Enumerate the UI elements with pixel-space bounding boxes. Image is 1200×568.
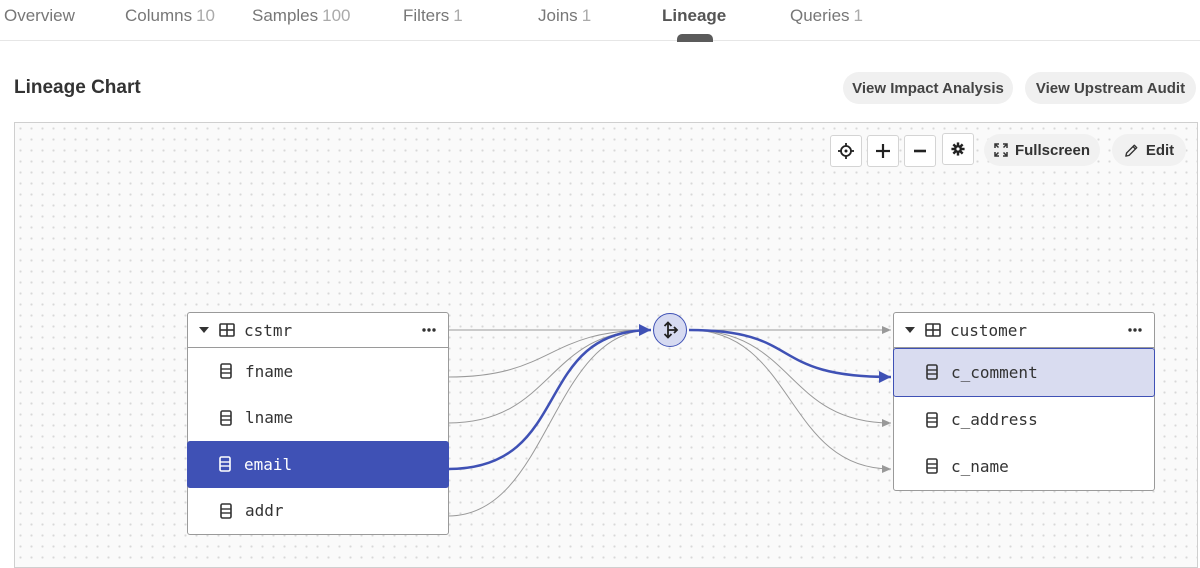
column-row-lname[interactable]: lname	[188, 395, 448, 442]
expand-icon	[994, 143, 1008, 157]
minus-icon	[914, 149, 926, 153]
table-icon	[219, 323, 235, 337]
tab-label: Samples	[252, 6, 319, 25]
more-options-icon[interactable]	[1128, 328, 1142, 332]
column-name: email	[244, 454, 293, 474]
pencil-icon	[1125, 144, 1138, 157]
target-table-header[interactable]: customer	[894, 313, 1154, 348]
plus-icon	[876, 144, 890, 158]
edge-lname-to-transform	[447, 329, 652, 424]
tab-overview[interactable]: Overview	[4, 6, 75, 26]
target-table-name: customer	[950, 320, 1028, 340]
collapse-caret-icon[interactable]	[905, 327, 915, 333]
tab-count: 1	[453, 6, 463, 25]
column-icon	[220, 502, 232, 519]
column-row-c-name[interactable]: c_name	[894, 443, 1154, 490]
source-table-header[interactable]: cstmr	[188, 313, 448, 348]
gear-icon	[951, 142, 965, 156]
target-table-node[interactable]: customer c_comment c_address c_na	[893, 312, 1155, 491]
fullscreen-button[interactable]: Fullscreen	[984, 134, 1100, 166]
edge-transform-to-c-comment-highlight	[688, 328, 892, 383]
column-icon	[926, 411, 938, 428]
column-name: lname	[245, 408, 294, 428]
view-impact-analysis-button[interactable]: View Impact Analysis	[843, 72, 1013, 104]
recenter-button[interactable]	[830, 135, 862, 167]
column-icon	[220, 363, 232, 380]
tab-count: 100	[322, 6, 351, 25]
zoom-out-button[interactable]	[904, 135, 936, 167]
tab-count: 10	[196, 6, 216, 25]
column-row-c-comment-selected[interactable]: c_comment	[893, 348, 1155, 397]
tab-label: Queries	[790, 6, 850, 25]
edge-transform-to-c-address	[688, 329, 892, 427]
table-icon	[925, 323, 941, 337]
column-row-email-selected[interactable]: email	[187, 441, 449, 488]
tab-label: Lineage	[662, 6, 727, 25]
transform-icon	[663, 321, 679, 339]
column-name: c_name	[951, 456, 1009, 476]
more-options-icon[interactable]	[422, 328, 436, 332]
collapse-caret-icon[interactable]	[199, 327, 209, 333]
source-table-node[interactable]: cstmr fname lname email	[187, 312, 449, 535]
column-icon	[219, 456, 231, 473]
edit-button[interactable]: Edit	[1112, 134, 1186, 166]
edge-fname-to-transform	[447, 329, 652, 378]
column-name: c_address	[951, 410, 1038, 430]
edge-transform-to-c-name	[688, 329, 892, 473]
column-row-c-address[interactable]: c_address	[894, 397, 1154, 444]
tab-count: 1	[581, 6, 592, 25]
tab-label: Columns	[125, 6, 193, 25]
tab-count: 1	[853, 6, 863, 25]
edge-email-to-transform-highlight	[447, 324, 652, 471]
zoom-in-button[interactable]	[867, 135, 899, 167]
column-row-addr[interactable]: addr	[188, 488, 448, 535]
tab-label: Overview	[4, 6, 75, 25]
lineage-canvas[interactable]: Fullscreen Edit cstmr	[14, 122, 1198, 568]
column-name: addr	[245, 501, 284, 521]
tab-lineage[interactable]: Lineage	[662, 6, 726, 26]
column-name: fname	[245, 361, 294, 381]
active-tab-indicator	[677, 34, 713, 42]
lineage-edges	[447, 324, 892, 517]
transform-node[interactable]	[653, 313, 687, 347]
column-icon	[926, 364, 938, 381]
column-icon	[220, 409, 232, 426]
column-name: c_comment	[951, 362, 1038, 382]
edge-addr-to-transform	[447, 329, 652, 517]
crosshair-icon	[838, 143, 854, 159]
tab-label: Joins	[538, 6, 578, 25]
edit-label: Edit	[1145, 141, 1175, 159]
settings-button[interactable]	[942, 133, 974, 165]
column-icon	[926, 458, 938, 475]
section-title: Lineage Chart	[14, 77, 141, 98]
view-upstream-audit-button[interactable]: View Upstream Audit	[1025, 72, 1196, 104]
source-table-name: cstmr	[244, 320, 293, 340]
column-row-fname[interactable]: fname	[188, 348, 448, 395]
fullscreen-label: Fullscreen	[1014, 141, 1091, 159]
tab-label: Filters	[403, 6, 450, 25]
